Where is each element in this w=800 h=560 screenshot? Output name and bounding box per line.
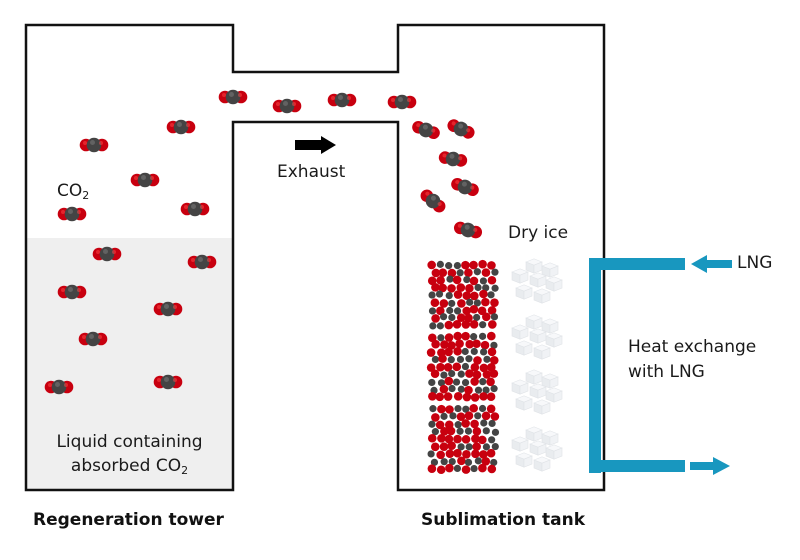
co2-molecule-icon <box>130 172 160 188</box>
ice-cube-cluster-icon <box>511 258 563 304</box>
heat-exchange-label: Heat exchange with LNG <box>628 335 756 385</box>
co2-molecule-icon <box>272 98 302 114</box>
regeneration-tower-label: Regeneration tower <box>33 510 224 530</box>
co2-molecule-icon <box>447 119 475 139</box>
dry-ice-crystal <box>427 259 499 330</box>
vessel-outline <box>24 23 606 492</box>
co2-molecule-icon <box>153 374 183 390</box>
dry-ice-crystals <box>426 259 500 475</box>
co2-molecule-icon <box>57 284 87 300</box>
co2-molecule-icon <box>187 254 217 270</box>
co2-molecule-icon <box>438 151 468 167</box>
co2-molecule-icon <box>44 379 74 395</box>
co2-molecule-icon <box>92 246 122 262</box>
dry-ice-crystal <box>426 331 499 402</box>
co2-molecule-icon <box>153 301 183 317</box>
liquid-label: Liquid containing absorbed CO2 <box>27 430 232 483</box>
co2-molecules <box>44 89 483 395</box>
liquid-label-line1: Liquid containing <box>56 432 203 452</box>
co2-molecule-icon <box>57 206 87 222</box>
co2-molecule-icon <box>412 120 440 140</box>
co2-molecule-icon <box>453 221 483 239</box>
liquid-label-line2: absorbed CO2 <box>70 456 189 477</box>
lng-label: LNG <box>737 253 773 273</box>
liquid-fill <box>27 238 232 489</box>
ice-cube-cluster-icon <box>511 426 563 472</box>
co2-molecule-icon <box>387 94 417 110</box>
lng-heat-exchange-pipe <box>589 258 685 473</box>
co2-molecule-icon <box>420 189 446 213</box>
dry-ice-crystal <box>427 403 500 475</box>
co2-molecule-icon <box>451 177 479 197</box>
exhaust-arrow-icon <box>295 136 336 154</box>
co2-molecule-icon <box>327 92 357 108</box>
lng-inlet-arrow-icon <box>691 255 732 273</box>
co2-molecule-icon <box>79 137 109 153</box>
co2-molecule-icon <box>166 119 196 135</box>
ice-cube-cluster-icon <box>511 314 563 360</box>
co2-molecule-icon <box>78 331 108 347</box>
dry-ice-label: Dry ice <box>508 223 569 243</box>
sublimation-tank-label: Sublimation tank <box>421 510 586 530</box>
co2-label: CO2 <box>57 181 90 202</box>
ice-cube-clusters <box>511 258 563 472</box>
co2-molecule-icon <box>180 201 210 217</box>
lng-outlet-arrow-icon <box>690 457 730 475</box>
heat-exchange-line2: with LNG <box>628 362 705 382</box>
ice-cube-cluster-icon <box>511 369 563 415</box>
exhaust-label: Exhaust <box>277 162 346 182</box>
heat-exchange-line1: Heat exchange <box>628 337 757 357</box>
co2-molecule-icon <box>218 89 248 105</box>
